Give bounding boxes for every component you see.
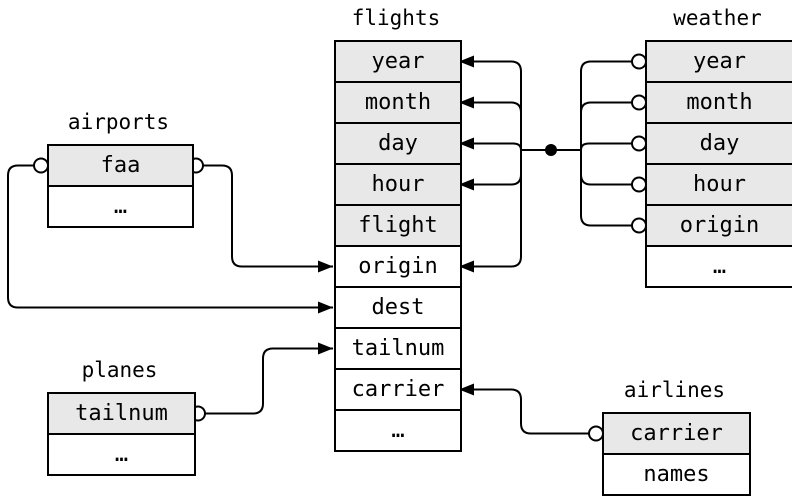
table-flights: year month day hour flight origin dest t… — [334, 40, 462, 452]
row-airports-ellipsis: … — [113, 194, 128, 219]
table-airlines: carrier names — [602, 412, 751, 496]
relation-arrow-airports-origin — [196, 164, 333, 273]
row-flights-origin: origin — [336, 247, 460, 288]
row-flights-ellipsis: … — [391, 418, 405, 443]
row-flights-dest: dest — [336, 288, 460, 329]
relation-arrow-flights-month — [459, 96, 522, 150]
relation-arrow-flights-hour — [459, 150, 522, 191]
row-airports-faa: faa — [49, 146, 192, 187]
port-weather-day — [631, 135, 647, 152]
table-title-airlines: airlines — [623, 378, 726, 402]
relation-weather-origin-collector — [580, 150, 639, 227]
row-airlines-names: names — [643, 462, 710, 487]
row-planes-ellipsis: … — [114, 442, 129, 467]
port-weather-year — [631, 53, 647, 70]
row-flights-flight: flight — [336, 206, 460, 247]
row-weather-ellipsis: … — [712, 254, 727, 279]
relation-arrow-airports-dest — [7, 164, 333, 314]
junction-dot — [545, 144, 557, 156]
row-flights-year: year — [336, 42, 460, 83]
port-weather-origin — [631, 217, 647, 234]
relation-arrow-airlines-carrier — [459, 383, 596, 435]
table-weather: year month day hour origin … — [645, 40, 792, 288]
row-weather-year: year — [647, 42, 792, 83]
row-flights-month: month — [336, 83, 460, 124]
table-airports: faa … — [47, 144, 194, 228]
port-airlines-carrier — [588, 425, 604, 442]
row-flights-tailnum: tailnum — [336, 329, 460, 370]
row-airlines-carrier: carrier — [604, 414, 749, 455]
relation-weather-month-collector — [580, 101, 639, 150]
row-weather-origin: origin — [647, 206, 792, 247]
table-title-airports: airports — [67, 110, 170, 134]
relation-arrow-planes-tailnum — [198, 342, 333, 415]
relation-arrow-flights-origin-weather — [459, 150, 522, 273]
relation-arrow-flights-day — [459, 137, 522, 151]
port-weather-month — [631, 94, 647, 111]
port-airports-faa-left — [33, 157, 49, 174]
relation-arrow-flights-year — [459, 55, 522, 150]
relation-weather-hour-collector — [580, 150, 639, 186]
table-title-weather: weather — [673, 6, 762, 30]
row-flights-day: day — [336, 124, 460, 165]
table-planes: tailnum … — [47, 392, 196, 476]
row-planes-tailnum: tailnum — [49, 394, 194, 435]
row-weather-day: day — [647, 124, 792, 165]
port-weather-hour — [631, 176, 647, 193]
relation-weather-day-collector — [580, 142, 639, 151]
table-title-flights: flights — [351, 6, 441, 30]
relation-weather-year-collector — [580, 60, 639, 150]
table-title-planes: planes — [81, 358, 158, 382]
row-weather-hour: hour — [647, 165, 792, 206]
row-weather-month: month — [647, 83, 792, 124]
row-flights-carrier: carrier — [336, 370, 460, 411]
row-flights-hour: hour — [336, 165, 460, 206]
